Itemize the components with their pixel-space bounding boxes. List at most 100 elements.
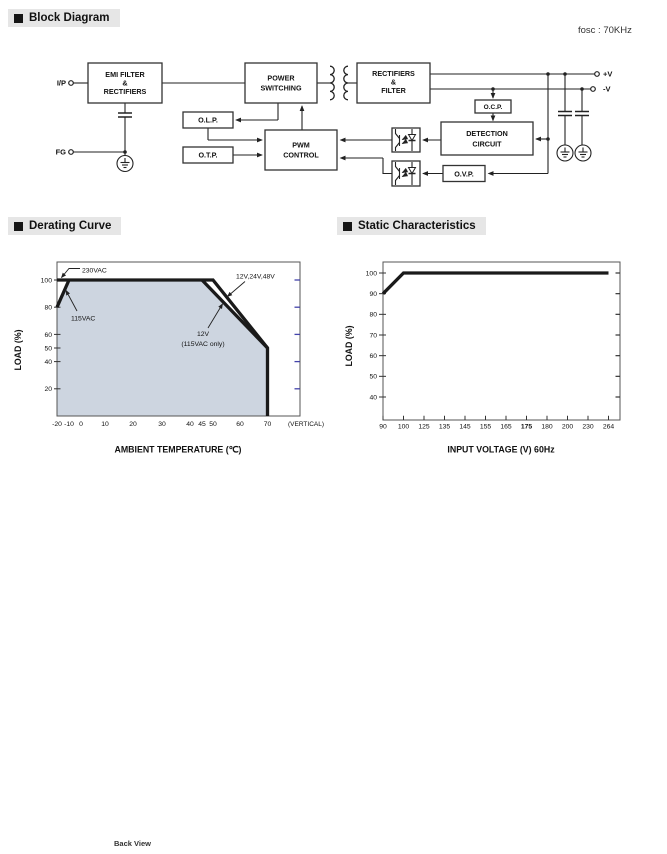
x-tick-label: 0 — [79, 421, 83, 428]
block-otp: O.T.P. — [182, 146, 234, 164]
svg-text:O.C.P.: O.C.P. — [484, 104, 503, 111]
x-axis-title: INPUT VOLTAGE (V) 60Hz — [447, 445, 555, 455]
section-title: Block Diagram — [29, 12, 110, 24]
x-tick-label: 180 — [541, 424, 553, 431]
optocoupler-icon — [391, 160, 421, 187]
earth-ground-icon — [556, 144, 574, 162]
transformer-icon — [329, 65, 349, 101]
svg-text:SWITCHING: SWITCHING — [260, 84, 302, 93]
x-tick-label: 145 — [459, 424, 471, 431]
svg-text:&: & — [391, 78, 396, 87]
y-tick-label: 80 — [369, 312, 377, 319]
output-capacitor-ground-2 — [574, 89, 592, 162]
output-capacitor-ground-1 — [556, 74, 574, 162]
plot-frame — [382, 261, 621, 421]
y-axis-title: LOAD (%) — [344, 325, 354, 366]
x-tick-label: 125 — [418, 424, 430, 431]
plot-frame — [56, 261, 301, 417]
vplus-terminal-icon — [594, 71, 600, 77]
fg-terminal-label: FG — [56, 148, 67, 157]
vminus-terminal-icon — [590, 86, 596, 92]
x-tick-label: 100 — [398, 424, 410, 431]
x-tick-label: -20 — [52, 421, 62, 428]
square-bullet-icon — [343, 221, 352, 231]
section-title: Static Characteristics — [358, 220, 476, 232]
x-tick-label: 165 — [500, 424, 512, 431]
vminus-terminal-label: -V — [603, 85, 611, 94]
chart-annotation: 12V — [197, 331, 210, 338]
x-tick-label: 50 — [209, 421, 217, 428]
x-tick-label: 200 — [562, 424, 574, 431]
y-tick-label: 90 — [369, 291, 377, 298]
earth-ground-icon — [116, 154, 134, 173]
wires — [73, 73, 595, 176]
block-detection-circuit: DETECTION CIRCUIT — [440, 121, 534, 156]
x-tick-label: 264 — [603, 424, 615, 431]
vplus-terminal-label: +V — [603, 70, 612, 79]
block-rectifiers-filter: RECTIFIERS & FILTER — [356, 62, 431, 104]
optocoupler-icon — [391, 127, 421, 153]
y-tick-label: 40 — [44, 359, 52, 366]
svg-text:POWER: POWER — [267, 74, 295, 83]
svg-text:RECTIFIERS: RECTIFIERS — [104, 87, 147, 96]
derating-shaded-region — [57, 280, 268, 416]
svg-text:PWM: PWM — [292, 141, 310, 150]
x-tick-label: 20 — [129, 421, 137, 428]
svg-text:&: & — [122, 79, 127, 88]
annotation-leader — [226, 281, 246, 298]
back-view-label: Back View — [114, 839, 151, 848]
x-tick-label: 175 — [521, 424, 533, 431]
svg-text:RECTIFIERS: RECTIFIERS — [372, 69, 415, 78]
x-tick-label: -10 — [64, 421, 74, 428]
x-tick-label: 135 — [439, 424, 451, 431]
block-power-switching: POWER SWITCHING — [244, 62, 318, 104]
x-tick-label: 90 — [379, 424, 387, 431]
svg-text:DETECTION: DETECTION — [466, 129, 508, 138]
y-tick-label: 70 — [369, 332, 377, 339]
chart-annotation: 115VAC — [71, 316, 95, 323]
section-title: Derating Curve — [29, 220, 112, 232]
block-ocp: O.C.P. — [474, 99, 512, 114]
block-olp: O.L.P. — [182, 111, 234, 129]
square-bullet-icon — [14, 13, 23, 23]
x-tick-label: 10 — [101, 421, 109, 428]
y-tick-label: 80 — [44, 305, 52, 312]
series-line — [381, 271, 609, 295]
chart-annotation: 230VAC — [82, 268, 107, 275]
x-tick-label: 45 — [198, 421, 206, 428]
chart-annotation: 12V,24V,48V — [236, 274, 275, 281]
svg-text:O.T.P.: O.T.P. — [198, 151, 217, 160]
y-tick-label: 50 — [369, 374, 377, 381]
terminals: I/P FG +V -V — [56, 70, 613, 157]
svg-text:EMI FILTER: EMI FILTER — [105, 70, 145, 79]
y-tick-label: 50 — [44, 345, 52, 352]
y-tick-label: 60 — [44, 332, 52, 339]
input-terminal-icon — [68, 80, 74, 86]
section-header-static-characteristics: Static Characteristics — [337, 217, 486, 235]
earth-ground-icon — [574, 144, 592, 162]
junction-dots — [123, 72, 584, 154]
section-header-block-diagram: Block Diagram — [8, 9, 120, 27]
annotation-leader — [60, 268, 80, 279]
x-tick-label: 60 — [236, 421, 244, 428]
x-axis-title: AMBIENT TEMPERATURE (℃) — [114, 445, 241, 455]
fg-terminal-icon — [68, 149, 74, 155]
input-capacitor-ground — [116, 103, 134, 173]
svg-text:FILTER: FILTER — [381, 86, 406, 95]
x-tick-label: 40 — [186, 421, 194, 428]
x-tick-label: 155 — [480, 424, 492, 431]
y-tick-label: 100 — [41, 277, 53, 284]
block-pwm-control: PWM CONTROL — [264, 129, 338, 171]
chart-annotation: (115VAC only) — [181, 341, 224, 348]
x-tick-label: 230 — [582, 424, 594, 431]
square-bullet-icon — [14, 221, 23, 231]
y-tick-label: 20 — [44, 386, 52, 393]
svg-text:CONTROL: CONTROL — [283, 151, 319, 160]
block-ovp: O.V.P. — [442, 164, 486, 183]
svg-text:O.V.P.: O.V.P. — [454, 170, 474, 179]
svg-text:O.L.P.: O.L.P. — [198, 116, 218, 125]
section-header-derating-curve: Derating Curve — [8, 217, 122, 235]
block-emi-filter: EMI FILTER & RECTIFIERS — [87, 62, 163, 104]
annotation-leader — [207, 303, 223, 329]
x-tick-label: 70 — [264, 421, 272, 428]
